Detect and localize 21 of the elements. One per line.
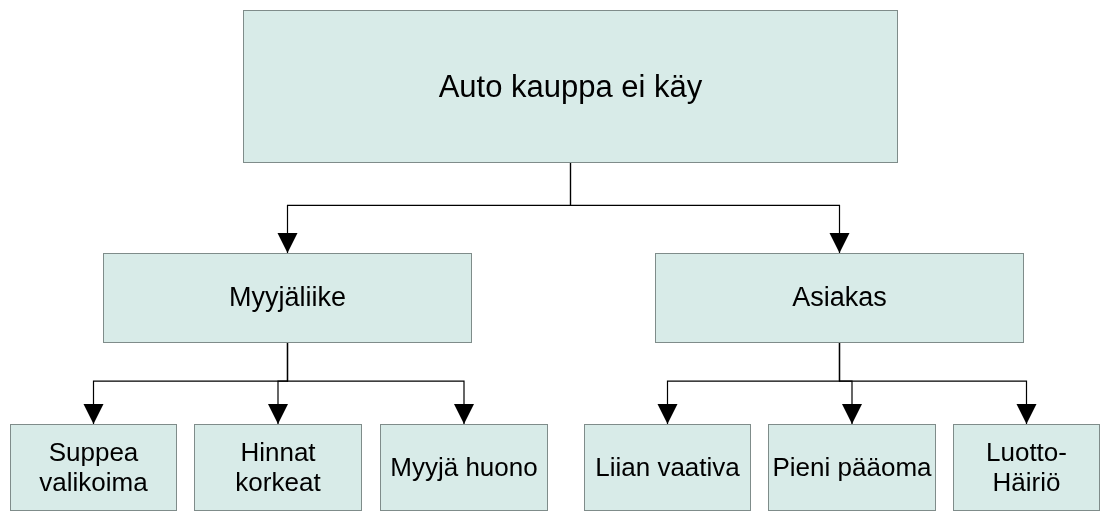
box-label: Luotto-Häiriö — [985, 437, 1068, 498]
text-box — [194, 424, 362, 511]
box-label: Auto kauppa ei käy — [438, 68, 703, 105]
text-box — [103, 253, 472, 343]
box-label: Myyjä huono — [390, 452, 538, 483]
text-box — [655, 253, 1024, 343]
box-label: Asiakas — [792, 282, 887, 314]
box-label: Hinnat korkeat — [234, 437, 322, 498]
text-box — [768, 424, 936, 511]
text-box — [584, 424, 751, 511]
box-label: Pieni pääoma — [772, 452, 932, 483]
box-label: Liian vaativa — [595, 452, 740, 483]
connector-arrow — [838, 342, 1037, 425]
text-box — [243, 10, 898, 163]
text-box — [10, 424, 177, 511]
box-label: Suppea valikoima — [38, 437, 149, 498]
text-box — [380, 424, 548, 511]
connector-arrow — [286, 342, 474, 425]
text-box — [953, 424, 1100, 511]
connector-arrow — [569, 162, 850, 254]
box-label: Myyjäliike — [229, 282, 346, 314]
